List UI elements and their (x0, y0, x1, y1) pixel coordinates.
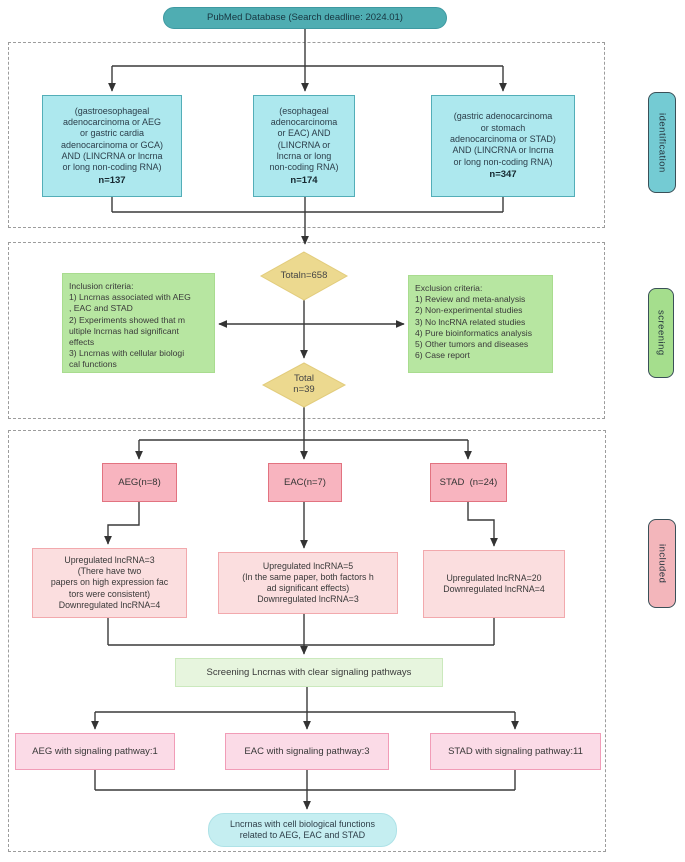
search-query-aeg: (gastroesophageal adenocarcinoma or AEG … (60, 105, 164, 173)
phase-label-included: included (648, 519, 676, 608)
pathway-screening-bar: Screening Lncrnas with clear signaling p… (175, 658, 443, 687)
search-count-stad: n=347 (489, 168, 517, 180)
pathway-box-eac: EAC with signaling pathway:3 (225, 733, 389, 770)
search-box-eac: (esophageal adenocarcinoma or EAC) AND (… (253, 95, 355, 197)
pathway-box-aeg: AEG with signaling pathway:1 (15, 733, 175, 770)
total-included-label: Total n=39 (293, 373, 315, 395)
group-box-stad: STAD (n=24) (430, 463, 507, 502)
pubmed-database-node: PubMed Database (Search deadline: 2024.0… (163, 7, 447, 29)
search-box-stad: (gastric adenocarcinoma or stomach adeno… (431, 95, 575, 197)
total-found-label: Totaln=658 (280, 269, 328, 281)
group-box-eac: EAC(n=7) (268, 463, 342, 502)
pubmed-database-label: PubMed Database (Search deadline: 2024.0… (207, 12, 403, 24)
search-box-aeg: (gastroesophageal adenocarcinoma or AEG … (42, 95, 182, 197)
detail-box-stad: Upregulated lncRNA=20 Downregulated lncR… (423, 550, 565, 618)
decision-diamond-total-found (259, 251, 349, 301)
screening-label-text: screening (655, 310, 667, 356)
included-label-text: included (656, 543, 668, 584)
group-box-aeg: AEG(n=8) (102, 463, 177, 502)
phase-label-screening: screening (648, 288, 674, 378)
identification-label-text: identification (656, 112, 668, 173)
search-query-eac: (esophageal adenocarcinoma or EAC) AND (… (269, 105, 339, 173)
conclusion-node: Lncrnas with cell biological functions r… (208, 813, 397, 847)
pathway-box-stad: STAD with signaling pathway:11 (430, 733, 601, 770)
detail-box-aeg: Upregulated lncRNA=3 (There have two pap… (32, 548, 187, 618)
inclusion-criteria-box: Inclusion criteria: 1) Lncrnas associate… (62, 273, 215, 373)
decision-diamond-total-included (261, 362, 347, 408)
search-query-stad: (gastric adenocarcinoma or stomach adeno… (450, 111, 556, 167)
included-section-frame (8, 430, 606, 852)
arrow-paths (91, 29, 519, 810)
search-count-aeg: n=137 (98, 174, 126, 186)
detail-box-eac: Upregulated lncRNA=5 (In the same paper,… (218, 552, 398, 614)
exclusion-criteria-box: Exclusion criteria: 1) Review and meta-a… (408, 275, 553, 373)
identification-section-frame (8, 42, 605, 228)
phase-label-identification: identification (648, 92, 676, 193)
search-count-eac: n=174 (290, 174, 318, 186)
